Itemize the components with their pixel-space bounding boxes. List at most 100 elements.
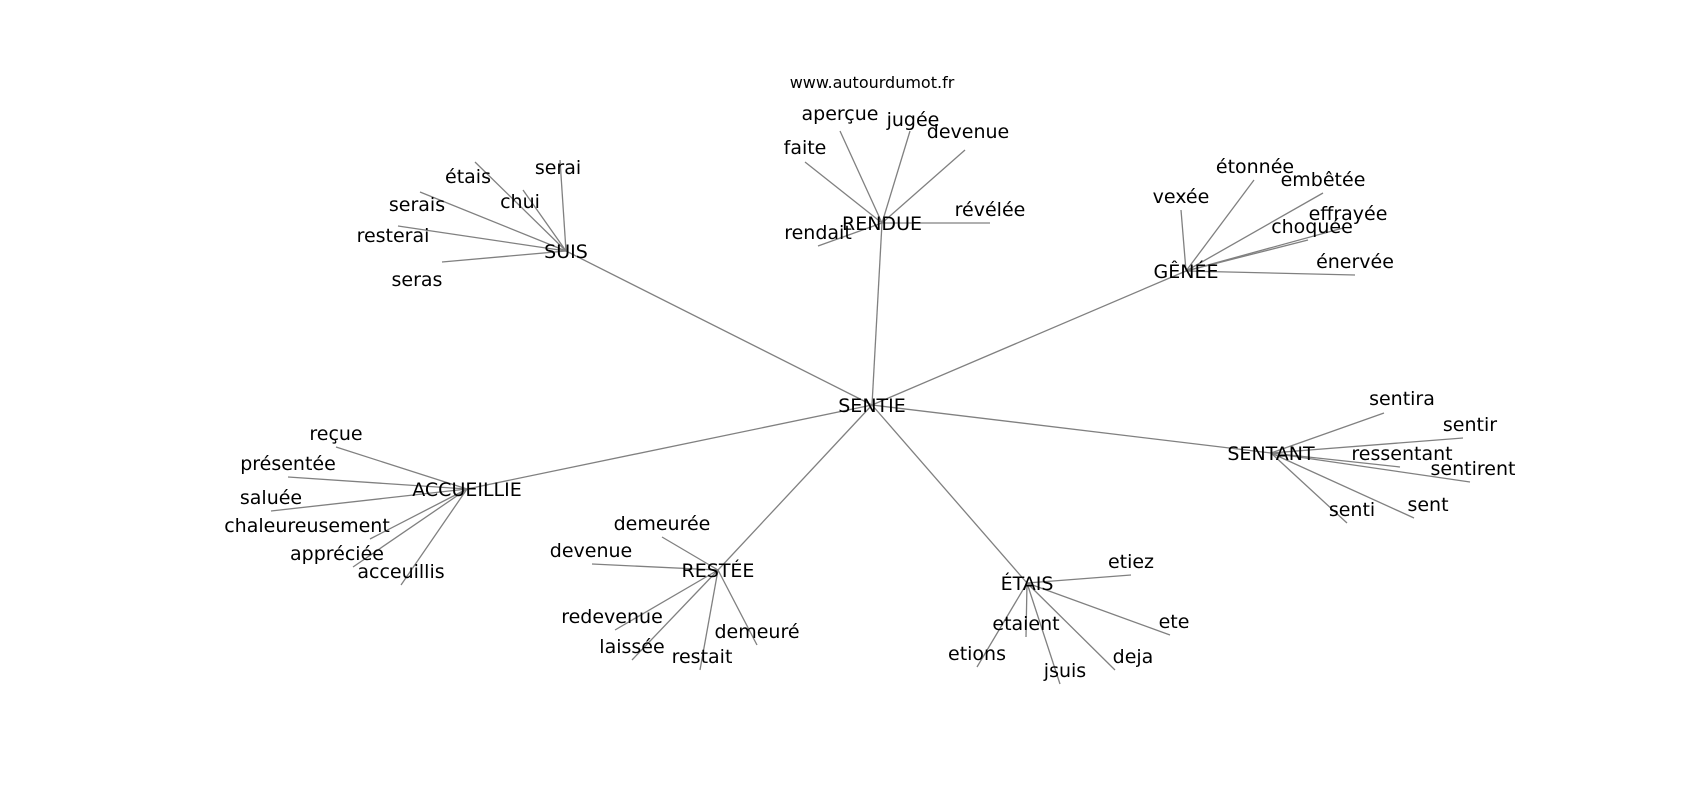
edge-restee-0	[661, 536, 719, 571]
edge-center-accueillie	[466, 404, 873, 490]
word-label[interactable]: rendait	[784, 222, 852, 244]
edge-restee-2	[614, 569, 719, 631]
edge-accueillie-1	[287, 476, 468, 490]
edge-accueillie-5	[400, 488, 468, 586]
word-label[interactable]: ressentant	[1351, 443, 1452, 465]
hub-label-suis[interactable]: SUIS	[544, 241, 588, 263]
edge-rendue-5	[817, 222, 883, 247]
word-label[interactable]: embêtée	[1281, 169, 1366, 191]
edge-genee-1	[1185, 192, 1324, 272]
word-label[interactable]: etaient	[992, 613, 1059, 635]
edge-restee-3	[717, 569, 758, 646]
word-label[interactable]: sent	[1407, 494, 1448, 516]
edge-sentant-1	[1270, 437, 1464, 454]
word-label[interactable]: aperçue	[802, 103, 879, 125]
word-label[interactable]: redevenue	[561, 606, 663, 628]
word-label[interactable]: énervée	[1316, 251, 1394, 273]
word-label[interactable]: serai	[535, 157, 581, 179]
edge-center-restee	[717, 404, 873, 571]
hub-label-etais[interactable]: ÉTAIS	[1001, 572, 1054, 595]
word-label[interactable]: saluée	[240, 487, 302, 509]
edge-suis-4	[397, 225, 567, 252]
word-label[interactable]: deja	[1113, 646, 1154, 668]
word-label[interactable]: sentir	[1443, 414, 1497, 436]
word-label[interactable]: vexée	[1153, 186, 1210, 208]
edge-center-sentant	[871, 404, 1272, 454]
edge-rendue-2	[881, 149, 966, 224]
hub-label-genee[interactable]: GÊNÉE	[1154, 260, 1219, 283]
word-label[interactable]: laissée	[599, 636, 664, 658]
word-label[interactable]: acceuillis	[357, 561, 444, 583]
word-label[interactable]: serais	[389, 194, 445, 216]
edge-suis-3	[419, 191, 567, 252]
edge-center-rendue	[871, 222, 883, 406]
edge-restee-4	[631, 569, 719, 661]
edge-rendue-0	[839, 130, 883, 224]
word-label[interactable]: jsuis	[1043, 660, 1086, 682]
edge-center-genee	[871, 270, 1187, 406]
edge-center-etais	[871, 404, 1028, 584]
word-label[interactable]: demeurée	[614, 513, 711, 535]
word-label[interactable]: seras	[392, 269, 443, 291]
edge-sentant-4	[1270, 452, 1415, 519]
edge-sentant-3	[1270, 452, 1471, 483]
word-label[interactable]: devenue	[550, 540, 632, 562]
word-label[interactable]: faite	[784, 137, 827, 159]
center-label[interactable]: SENTIE	[838, 395, 906, 417]
edge-sentant-2	[1270, 452, 1401, 468]
edge-etais-5	[1026, 582, 1061, 685]
word-label[interactable]: chui	[500, 191, 540, 213]
word-label[interactable]: choquée	[1271, 216, 1353, 238]
hub-label-accueillie[interactable]: ACCUEILLIE	[412, 479, 522, 501]
edge-suis-2	[522, 189, 567, 252]
word-label[interactable]: reçue	[309, 423, 362, 445]
edge-genee-5	[1185, 270, 1356, 276]
word-label[interactable]: ete	[1159, 611, 1190, 633]
word-label[interactable]: jugée	[886, 109, 940, 131]
word-label[interactable]: révélée	[955, 199, 1026, 221]
edge-genee-2	[1180, 209, 1187, 272]
edge-sentant-0	[1270, 412, 1385, 454]
edge-etais-0	[1026, 574, 1132, 584]
edge-accueillie-4	[352, 488, 468, 568]
word-label[interactable]: resterai	[357, 225, 430, 247]
word-label[interactable]: etions	[948, 643, 1006, 665]
edge-genee-0	[1185, 179, 1255, 272]
edge-genee-4	[1185, 239, 1309, 272]
edge-etais-4	[976, 582, 1028, 668]
edge-center-suis	[565, 250, 873, 406]
edge-accueillie-2	[270, 488, 468, 512]
word-label[interactable]: étonnée	[1216, 156, 1294, 178]
word-label[interactable]: etiez	[1108, 551, 1154, 573]
edge-suis-5	[441, 250, 567, 263]
labels: étais serai chui serais resterai seras SUIS ape…	[224, 103, 1515, 682]
word-label[interactable]: sentira	[1369, 388, 1435, 410]
word-label[interactable]: demeuré	[714, 621, 799, 643]
edge-restee-1	[591, 563, 719, 571]
credit-text: www.autourdumot.fr	[790, 73, 955, 92]
word-label[interactable]: présentée	[240, 453, 336, 475]
edge-suis-1	[559, 159, 567, 252]
edge-accueillie-3	[369, 488, 468, 540]
edges	[270, 130, 1471, 685]
word-label[interactable]: chaleureusement	[224, 515, 390, 537]
hub-label-restee[interactable]: RESTÉE	[682, 559, 755, 582]
word-label[interactable]: sentirent	[1431, 458, 1516, 480]
word-label[interactable]: devenue	[927, 121, 1009, 143]
edge-etais-1	[1026, 582, 1171, 636]
word-label[interactable]: étais	[445, 166, 491, 188]
edge-accueillie-0	[335, 446, 468, 490]
word-label[interactable]: restait	[672, 646, 733, 668]
edge-restee-5	[699, 569, 719, 671]
edge-sentant-5	[1270, 452, 1348, 524]
word-label[interactable]: appréciée	[290, 543, 384, 565]
edge-etais-3	[1026, 582, 1116, 671]
edge-suis-0	[474, 161, 567, 252]
word-label[interactable]: senti	[1329, 499, 1375, 521]
hub-label-sentant[interactable]: SENTANT	[1227, 443, 1315, 465]
hub-label-rendue[interactable]: RENDUE	[842, 213, 922, 235]
word-label[interactable]: effrayée	[1309, 203, 1388, 225]
edge-rendue-1	[881, 130, 911, 224]
edge-etais-2	[1025, 582, 1028, 638]
